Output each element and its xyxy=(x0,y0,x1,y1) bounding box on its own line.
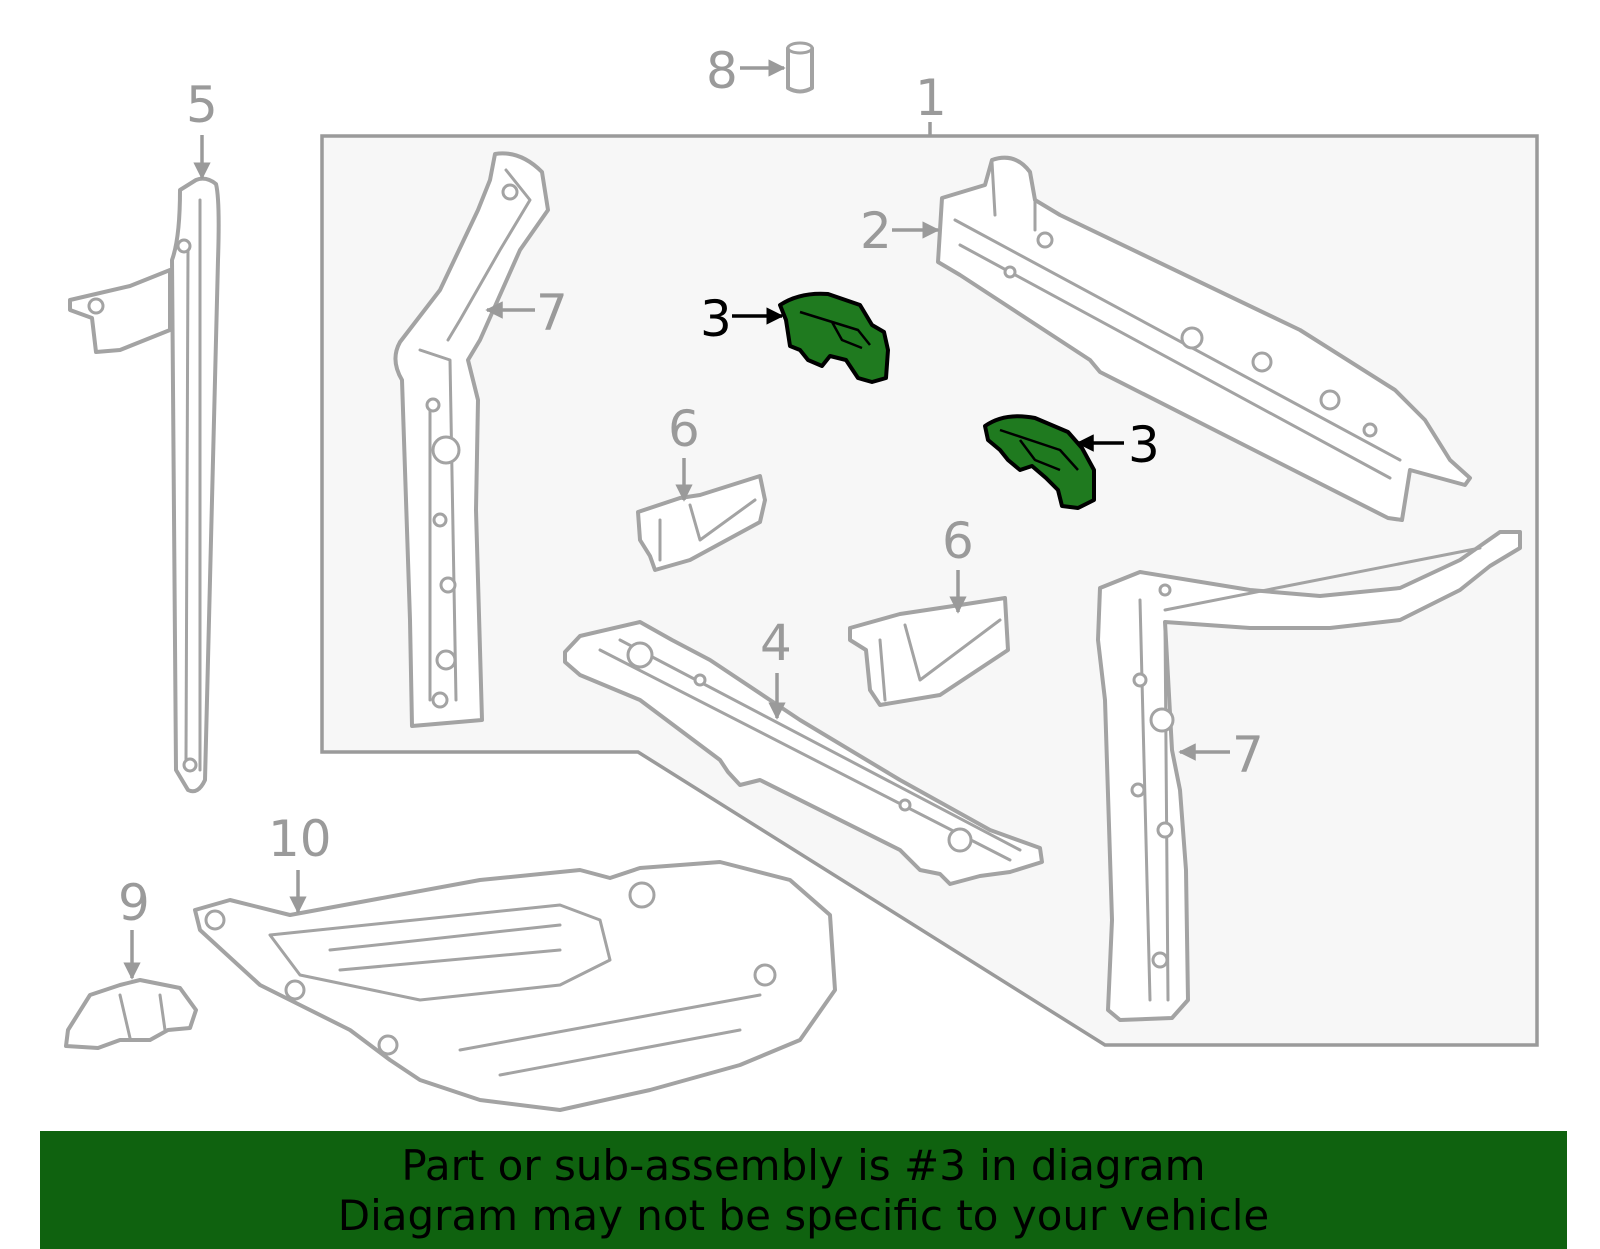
callout-5: 5 xyxy=(186,76,218,134)
part-6-bracket-right xyxy=(848,596,1010,707)
callout-6a: 6 xyxy=(668,400,700,458)
callout-3b: 3 xyxy=(1128,416,1160,474)
callout-3a: 3 xyxy=(700,290,732,348)
callout-7b: 7 xyxy=(1232,726,1264,784)
banner-line-2: Diagram may not be specific to your vehi… xyxy=(337,1191,1270,1240)
callout-1: 1 xyxy=(915,69,947,127)
banner-line-1: Part or sub-assembly is #3 in diagram xyxy=(401,1141,1206,1190)
part-7-right-support xyxy=(1096,530,1522,1022)
callout-7a: 7 xyxy=(536,284,568,342)
callout-4: 4 xyxy=(760,614,792,672)
callout-8: 8 xyxy=(706,42,738,100)
part-9-bracket xyxy=(64,978,198,1050)
part-7-left-support xyxy=(393,151,550,728)
part-6-bracket-left xyxy=(636,474,767,572)
callout-2: 2 xyxy=(860,202,892,260)
part-5-pillar xyxy=(68,176,221,794)
part-8-clip xyxy=(786,41,814,94)
part-2-upper-tie-bar xyxy=(936,155,1472,522)
part-3-bracket-upper xyxy=(778,291,890,384)
part-4-lower-tie-bar xyxy=(563,620,1044,886)
part-10-under-cover xyxy=(193,860,837,1112)
callout-9: 9 xyxy=(118,874,150,932)
callout-10: 10 xyxy=(268,810,332,868)
callout-6b: 6 xyxy=(942,512,974,570)
notice-banner: Part or sub-assembly is #3 in diagram Di… xyxy=(40,1131,1567,1249)
